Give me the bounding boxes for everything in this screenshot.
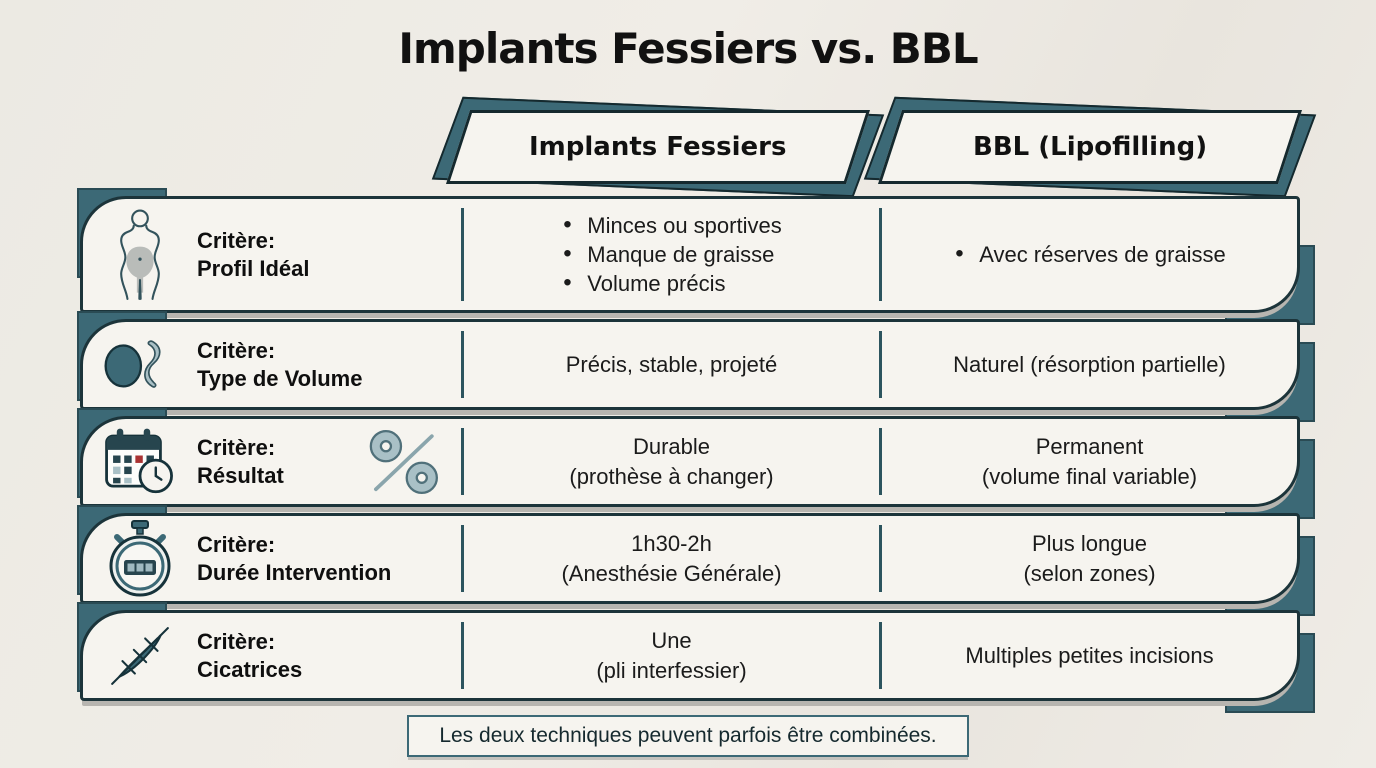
criterion-label: Critère: Durée Intervention <box>197 531 391 587</box>
criterion-label: Critère: Type de Volume <box>197 337 362 393</box>
value-line: Précis, stable, projeté <box>565 351 778 377</box>
criterion-name: Durée Intervention <box>197 559 392 585</box>
bullet-list: Avec réserves de graisse <box>953 239 1226 269</box>
value-line: (volume final variable) <box>981 463 1198 489</box>
comparison-row-profil-ideal: Critère: Profil Idéal Minces ou sportive… <box>77 188 1315 325</box>
page-title: Implants Fessiers vs. BBL <box>398 24 978 73</box>
row-card: Critère: Profil Idéal Minces ou sportive… <box>80 196 1300 313</box>
bbl-value-cell: Multiples petites incisions <box>882 613 1297 698</box>
implants-value-cell: Minces ou sportives Manque de graisse Vo… <box>464 199 879 310</box>
criterion-cell: Critère: Type de Volume <box>83 322 461 407</box>
implants-value-cell: Une (pli interfessier) <box>464 613 879 698</box>
criterion-cell: Critère: Cicatrices <box>83 613 461 698</box>
bullet-item: Volume précis <box>561 268 781 298</box>
column-headers: Implants Fessiers BBL (Lipofilling) <box>431 96 1317 198</box>
footer-note-text: Les deux techniques peuvent parfois être… <box>439 724 937 747</box>
criterion-prefix: Critère: <box>197 434 276 460</box>
row-card: Critère: Durée Intervention 1h30-2h (Ane… <box>80 513 1300 604</box>
value-line: (Anesthésie Générale) <box>561 560 782 586</box>
value-line: Multiples petites incisions <box>965 642 1214 668</box>
implants-value-cell: Durable (prothèse à changer) <box>464 419 879 504</box>
row-card: Critère: Type de Volume Précis, stable, … <box>80 319 1300 410</box>
header-label-shape: Implants Fessiers <box>445 110 871 184</box>
comparison-row-type-de-volume: Critère: Type de Volume Précis, stable, … <box>77 311 1315 422</box>
column-header-label: BBL (Lipofilling) <box>972 132 1208 162</box>
comparison-row-resultat: Critère: Résultat Dur <box>77 408 1315 519</box>
bbl-value-cell: Naturel (résorption partielle) <box>882 322 1297 407</box>
value-line: Une <box>651 627 692 653</box>
value-line: Plus longue <box>1032 530 1147 556</box>
criterion-cell: Critère: Durée Intervention <box>83 516 461 601</box>
column-divider <box>461 428 464 495</box>
value-line: (pli interfessier) <box>596 657 747 683</box>
criterion-name: Type de Volume <box>197 365 363 391</box>
value-line: 1h30-2h <box>631 530 712 556</box>
criterion-label: Critère: Résultat <box>197 434 284 490</box>
criterion-prefix: Critère: <box>197 531 276 557</box>
value-line: Naturel (résorption partielle) <box>953 351 1226 377</box>
criterion-prefix: Critère: <box>197 628 276 654</box>
column-header-bbl: BBL (Lipofilling) <box>863 96 1317 198</box>
value-line: (selon zones) <box>1023 560 1156 586</box>
comparison-row-cicatrices: Critère: Cicatrices Une (pli interfessie… <box>77 602 1315 713</box>
criterion-label: Critère: Cicatrices <box>197 628 302 684</box>
column-divider <box>879 208 882 301</box>
comparison-row-duree-intervention: Critère: Durée Intervention 1h30-2h (Ane… <box>77 505 1315 616</box>
column-divider <box>879 428 882 495</box>
value-line: (prothèse à changer) <box>569 463 774 489</box>
implants-value-cell: Précis, stable, projeté <box>464 322 879 407</box>
scar-suture-icon <box>101 617 179 695</box>
bbl-value-cell: Avec réserves de graisse <box>882 199 1297 310</box>
percent-icon <box>365 429 447 495</box>
criterion-cell: Critère: Résultat <box>83 419 461 504</box>
row-card: Critère: Résultat Dur <box>80 416 1300 507</box>
column-header-implants: Implants Fessiers <box>431 96 885 198</box>
stopwatch-icon <box>101 519 179 598</box>
volume-shape-icon <box>101 326 179 404</box>
column-header-label: Implants Fessiers <box>529 132 787 162</box>
footer-note-box: Les deux techniques peuvent parfois être… <box>407 715 969 757</box>
calendar-clock-icon <box>101 423 179 501</box>
value-line: Durable <box>632 433 711 459</box>
bbl-value-cell: Plus longue (selon zones) <box>882 516 1297 601</box>
criterion-prefix: Critère: <box>197 337 276 363</box>
column-divider <box>879 525 882 592</box>
column-divider <box>879 622 882 689</box>
column-divider <box>879 331 882 398</box>
bullet-item: Minces ou sportives <box>561 210 781 240</box>
bullet-list: Minces ou sportives Manque de graisse Vo… <box>561 210 781 298</box>
value-line: Permanent <box>1035 433 1144 459</box>
column-divider <box>461 331 464 398</box>
body-silhouette-icon <box>101 209 179 300</box>
bullet-item: Avec réserves de graisse <box>953 239 1226 269</box>
row-card: Critère: Cicatrices Une (pli interfessie… <box>80 610 1300 701</box>
criterion-label: Critère: Profil Idéal <box>197 227 309 283</box>
column-divider <box>461 525 464 592</box>
criterion-prefix: Critère: <box>197 227 276 253</box>
column-divider <box>461 622 464 689</box>
criterion-cell: Critère: Profil Idéal <box>83 199 461 310</box>
bbl-value-cell: Permanent (volume final variable) <box>882 419 1297 504</box>
criterion-name: Résultat <box>197 462 284 488</box>
criterion-name: Cicatrices <box>197 656 303 682</box>
bullet-item: Manque de graisse <box>561 239 781 269</box>
column-divider <box>461 208 464 301</box>
header-label-shape: BBL (Lipofilling) <box>877 110 1303 184</box>
implants-value-cell: 1h30-2h (Anesthésie Générale) <box>464 516 879 601</box>
criterion-name: Profil Idéal <box>197 255 310 281</box>
